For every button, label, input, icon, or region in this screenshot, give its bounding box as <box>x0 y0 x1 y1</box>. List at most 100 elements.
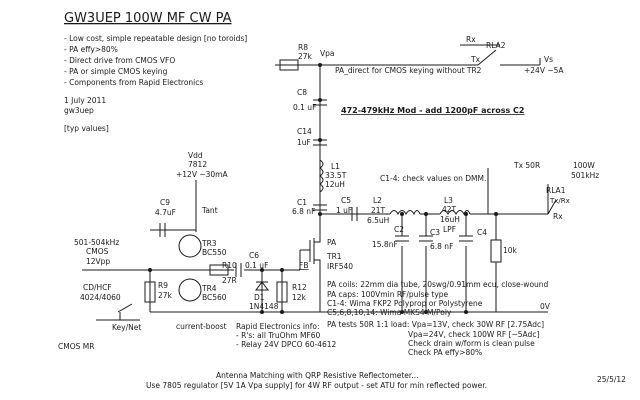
resistor-r8 <box>279 59 299 71</box>
label-r8-value: 27k <box>298 52 313 61</box>
label-rx-right: Rx <box>553 212 563 221</box>
label-l2: L2 <box>373 196 382 205</box>
resistor-r12 <box>276 281 288 303</box>
label-fb: FB <box>299 261 308 270</box>
typ-values-note: [typ values] <box>64 124 109 133</box>
label-input-chip2: 4024/4060 <box>80 293 121 302</box>
capacitor-c14 <box>313 139 327 146</box>
capacitor-c8 <box>313 99 327 106</box>
label-key-net: Key/Net <box>112 323 141 332</box>
key-switch <box>117 303 133 313</box>
capacitor-c1 <box>313 204 327 211</box>
junction-dots <box>148 63 498 314</box>
label-current-boost: current-boost <box>176 322 227 331</box>
label-c3: C3 <box>430 228 440 237</box>
feature-line-2: - PA effy>80% <box>64 45 118 54</box>
rapid-line-2: - R's: all TruOhm MF60 <box>236 331 321 340</box>
inductor-l3 <box>439 210 471 216</box>
capacitor-c6 <box>235 263 242 277</box>
label-tx-top: Tx <box>470 55 481 64</box>
label-vs: Vs <box>544 55 553 64</box>
label-vdd: Vdd <box>188 151 203 160</box>
label-l1-value: 12uH <box>325 180 345 189</box>
transistor-tr3 <box>178 234 202 258</box>
schematic-title: GW3UEP 100W MF CW PA <box>64 11 232 26</box>
label-c2-value: 15.8nF <box>372 240 398 249</box>
label-dmm-note: C1-4: check values on DMM. <box>380 174 486 183</box>
label-pa: PA <box>327 238 337 247</box>
inductor-l2 <box>389 210 421 216</box>
inductor-l1 <box>319 159 324 193</box>
footer-line-1: Antenna Matching with QRP Resistive Refl… <box>216 371 418 380</box>
label-d1: D1 <box>254 293 265 302</box>
label-r9-value: 27k <box>158 291 173 300</box>
label-vpa: Vpa <box>320 49 335 58</box>
label-tr1-type: IRF540 <box>327 262 353 271</box>
label-r12-value: 12k <box>292 293 307 302</box>
rapid-line-3: - Relay 24V DPCO 60-4612 <box>236 340 337 349</box>
note-c5-14: C5,6,8,10,14: Wima MKS4 M/Poly <box>327 308 452 317</box>
label-zero-volts: 0V <box>540 302 551 311</box>
label-r9: R9 <box>158 281 168 290</box>
capacitor-c2 <box>395 235 409 242</box>
capacitor-c4 <box>459 235 473 242</box>
label-c34-value: 6.8 nF <box>430 242 453 251</box>
label-tr1: TR1 <box>326 252 342 261</box>
label-cmos-mr: CMOS MR <box>58 342 94 351</box>
label-vs-value: +24V ~5A <box>524 66 564 75</box>
label-l3-value: 16uH <box>440 215 460 224</box>
label-pa-direct: PA_direct for CMOS keying without TR2 <box>335 66 482 75</box>
label-vdd-supply: +12V ~30mA <box>176 170 228 179</box>
footer-date: 25/5/12 <box>597 375 626 384</box>
label-l2-value: 6.5uH <box>367 216 389 225</box>
label-mod-note: 472-479kHz Mod - add 1200pF across C2 <box>341 106 524 115</box>
label-tx50: Tx 50R <box>513 161 540 170</box>
label-c9-value: 4.7uF <box>155 208 176 217</box>
feature-line-3: - Direct drive from CMOS VFO <box>64 56 175 65</box>
note-pa-caps: PA caps: 100Vmin RF/pulse type <box>327 290 449 299</box>
label-r13-value: 10k <box>503 246 518 255</box>
label-100w: 100W <box>573 161 595 170</box>
label-input-level: 12Vpp <box>86 257 110 266</box>
resistor-10k <box>490 239 502 263</box>
transistor-tr4 <box>178 278 202 302</box>
label-input-type: CMOS <box>86 247 109 256</box>
label-c1: C1 <box>297 198 307 207</box>
test-line-1: PA tests 50R 1:1 load: Vpa=13V, check 30… <box>327 320 544 329</box>
label-rla2: RLA2 <box>486 41 506 50</box>
label-tr3: TR3 <box>201 239 217 248</box>
label-l1-turns: 33.5T <box>325 171 347 180</box>
label-l3-turns: 42T <box>442 205 457 214</box>
label-c5-value: 1 uF <box>336 206 352 215</box>
test-line-3: Check drain w/form is clean pulse <box>408 339 535 348</box>
mosfet-tr1 <box>300 232 321 312</box>
label-c8-value: 0.1 uF <box>293 103 316 112</box>
feature-line-4: - PA or simple CMOS keying <box>64 67 168 76</box>
label-l1: L1 <box>331 162 340 171</box>
label-txrx: Tx/Rx <box>549 197 570 205</box>
label-c14: C14 <box>297 127 312 136</box>
label-tr4-type: BC560 <box>202 293 227 302</box>
label-c2: C2 <box>394 225 404 234</box>
test-line-4: Check PA effy>80% <box>408 348 482 357</box>
footer-line-2: Use 7805 regulator [5V 1A Vpa supply] fo… <box>146 381 487 390</box>
label-input-chip: CD/HCF <box>83 283 112 292</box>
label-input-freq: 501-504kHz <box>74 238 119 247</box>
feature-line-1: - Low cost, simple repeatable design [no… <box>64 34 247 43</box>
resistor-r9 <box>144 281 156 303</box>
label-l3: L3 <box>444 196 453 205</box>
capacitor-c9 <box>159 223 166 237</box>
label-7812: 7812 <box>188 160 207 169</box>
label-tr3-type: BC550 <box>202 248 227 257</box>
label-c5: C5 <box>341 196 351 205</box>
label-rla1: RLA1 <box>546 186 566 195</box>
date-label: 1 July 2011 <box>64 96 106 105</box>
label-r10-value: 27R <box>222 276 237 285</box>
label-c14-value: 1uF <box>297 138 311 147</box>
label-d1-type: 1N4148 <box>249 302 279 311</box>
rapid-line-1: Rapid Electronics info: <box>236 322 320 331</box>
label-r12: R12 <box>292 283 307 292</box>
label-501khz: 501kHz <box>571 171 599 180</box>
